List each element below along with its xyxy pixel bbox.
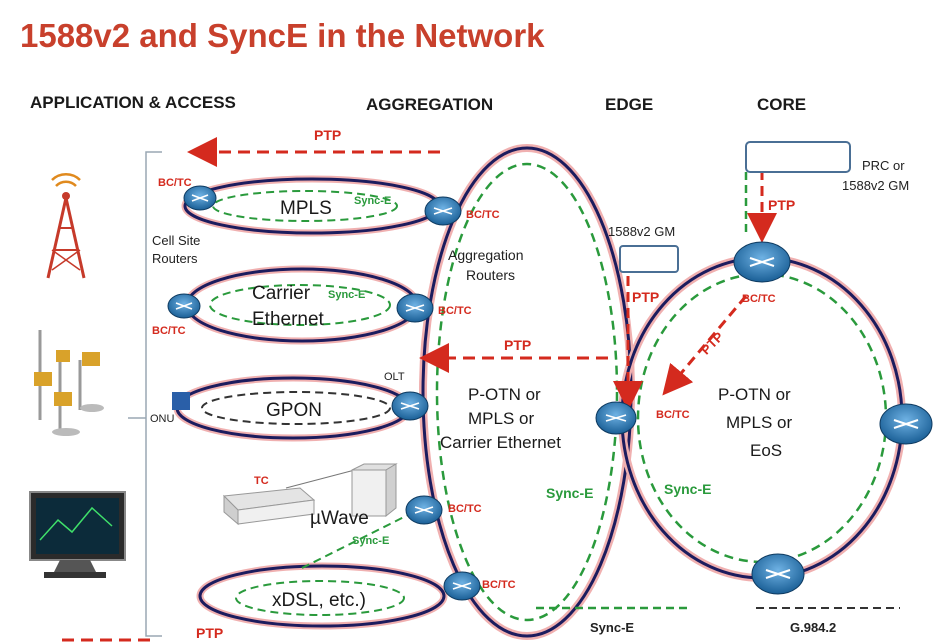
bctc-label: BC/TC (448, 503, 482, 515)
section-edge: EDGE (605, 95, 653, 114)
bctc-label: BC/TC (482, 579, 516, 591)
synce-label: Sync-E (546, 485, 593, 501)
bctc-label: BC/TC (656, 409, 690, 421)
legend-g984-label: G.984.2 (790, 620, 836, 635)
ethernet-label: Ethernet (252, 309, 325, 330)
aggregation-routers-label-2: Routers (466, 267, 515, 283)
core-ring-text-1: P-OTN or (718, 385, 791, 404)
bctc-label: BC/TC (466, 209, 500, 221)
aggregation-ring-text-3: Carrier Ethernet (440, 433, 561, 452)
core-ring-text-2: MPLS or (726, 413, 792, 432)
uwave-label: µWave (310, 508, 369, 529)
router-icon (595, 401, 637, 435)
synce-label: Sync-E (328, 289, 365, 301)
router-icon (443, 571, 481, 601)
bctc-label: BC/TC (438, 305, 472, 317)
section-access: APPLICATION & ACCESS (30, 93, 236, 112)
prc-label-1: PRC or (862, 158, 905, 173)
router-icon (405, 495, 443, 525)
router-icon (751, 553, 805, 595)
ptp-label: PTP (632, 289, 659, 305)
synce-label: Sync-E (352, 535, 389, 547)
gpon-ring-label: GPON (266, 400, 322, 421)
carrier-label: Carrier (252, 283, 311, 304)
router-icon (396, 293, 434, 323)
core-ring-text-3: EoS (750, 441, 782, 460)
prc-clock-box (745, 141, 851, 173)
xdsl-ring-label: xDSL, etc.) (272, 590, 366, 611)
ptp-label: PTP (504, 337, 531, 353)
antenna-cluster-icon (34, 330, 104, 436)
synce-label: Sync-E (354, 195, 391, 207)
monitor-icon (29, 491, 126, 578)
aggregation-ring-text-1: P-OTN or (468, 385, 541, 404)
legend-synce-label: Sync-E (590, 620, 634, 635)
access-bracket (128, 151, 162, 637)
prc-label-2: 1588v2 GM (842, 178, 909, 193)
cell-site-label-1: Cell Site (152, 233, 200, 248)
ptp-arrow-core (662, 295, 748, 396)
mpls-ring-label: MPLS (280, 198, 332, 219)
edge-gm-label: 1588v2 GM (608, 224, 675, 239)
router-icon (733, 241, 791, 283)
xdsl-ring (196, 562, 448, 630)
section-core: CORE (757, 95, 806, 114)
bctc-label: BC/TC (152, 325, 186, 337)
ptp-label: PTP (768, 197, 795, 213)
ptp-label: PTP (314, 127, 341, 143)
router-icon (183, 185, 217, 211)
aggregation-routers-label-1: Aggregation (448, 247, 524, 263)
tc-label: TC (254, 475, 269, 487)
edge-gm-clock-box (619, 245, 679, 273)
section-aggregation: AGGREGATION (366, 95, 493, 114)
router-icon (424, 196, 462, 226)
router-icon (167, 293, 201, 319)
uwave-synce-link (301, 509, 419, 569)
olt-label: OLT (384, 371, 405, 383)
router-icon (879, 403, 933, 445)
microwave-equipment-icon (222, 463, 398, 526)
bctc-label: BC/TC (742, 293, 776, 305)
page-title: 1588v2 and SyncE in the Network (20, 17, 545, 54)
router-icon (391, 391, 429, 421)
bctc-label: BC/TC (158, 177, 192, 189)
synce-label: Sync-E (664, 481, 711, 497)
onu-label: ONU (150, 413, 175, 425)
ptp-label: PTP (698, 329, 727, 358)
carrier-ethernet-ring (183, 265, 421, 345)
ptp-label: PTP (196, 625, 223, 641)
aggregation-ring-text-2: MPLS or (468, 409, 534, 428)
onu-device-icon (172, 392, 190, 410)
cell-tower-icon (46, 173, 86, 279)
cell-site-label-2: Routers (152, 251, 198, 266)
